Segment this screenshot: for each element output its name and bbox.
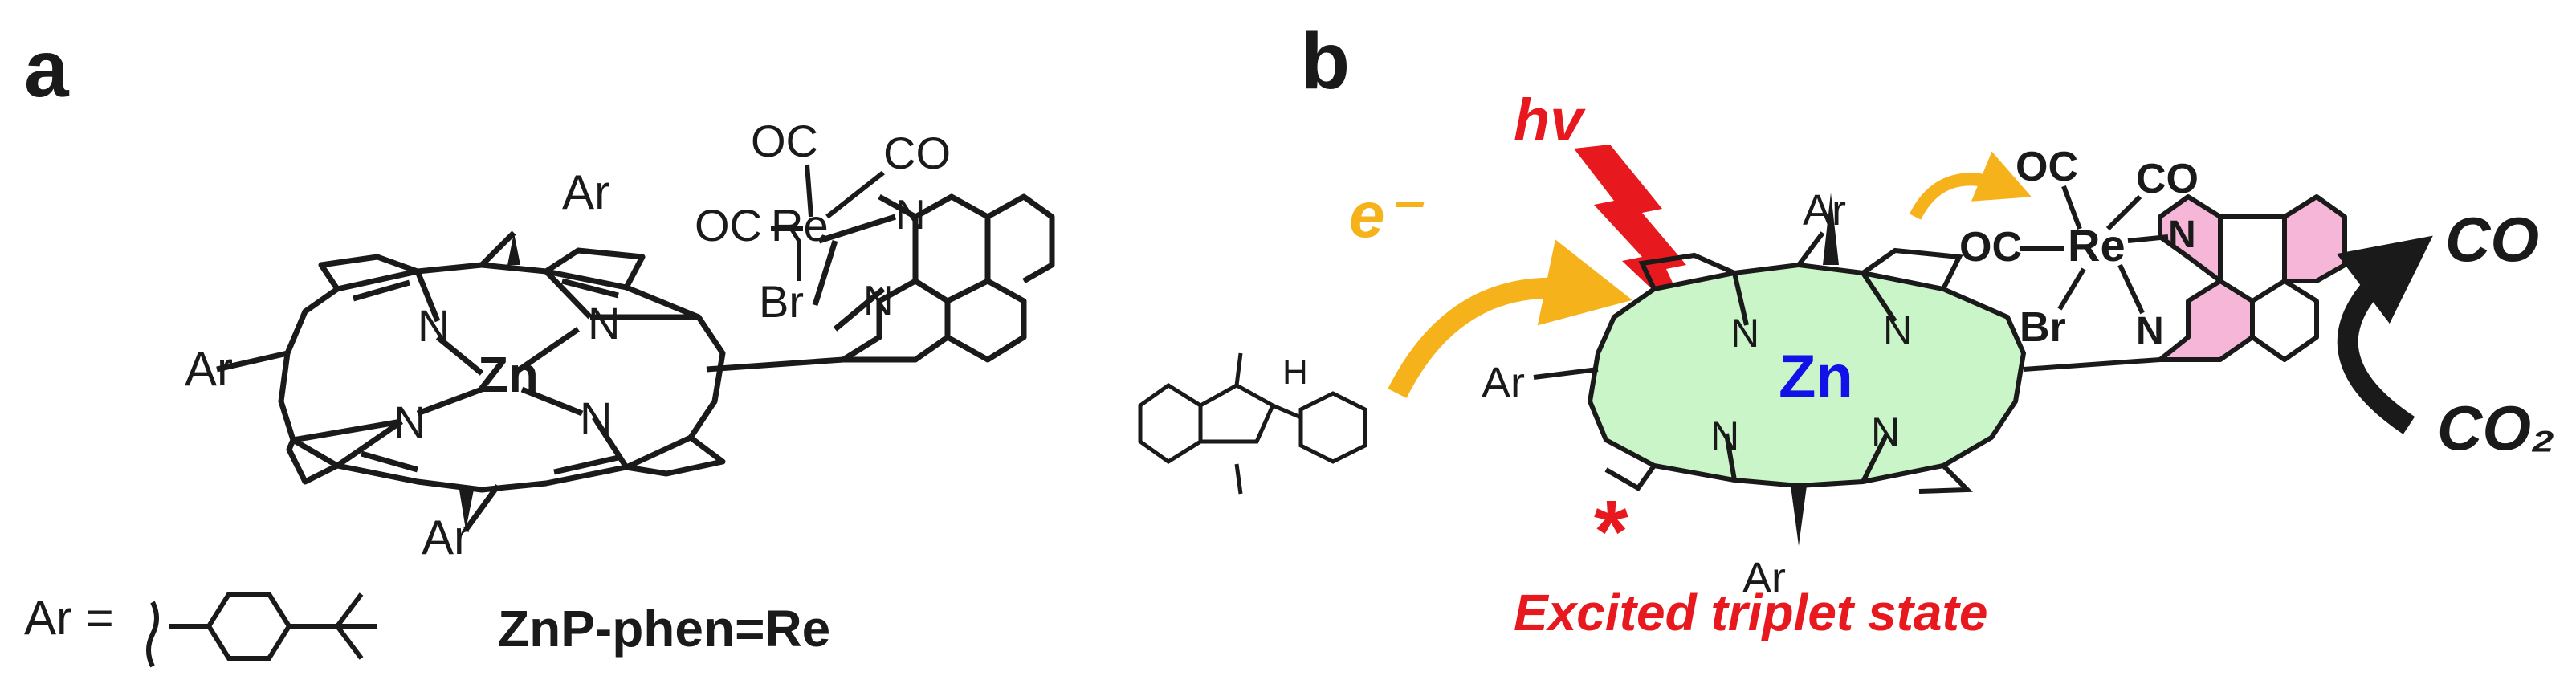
n-label-b3: N [1710,413,1739,458]
substrate-co2: CO₂ [2437,393,2555,463]
product-co: CO [2445,204,2539,275]
n-label-a6: N [863,278,894,324]
br-label-b: Br [2020,304,2066,351]
panel-a-porphyrin-skeleton [216,230,844,532]
wedge-bond-top-b [1823,193,1839,265]
ar-label-left: Ar [185,342,233,396]
excited-state-label: Excited triplet state [1514,584,1987,641]
wedge-bond-top [507,233,520,265]
co-label-a: CO [883,128,951,178]
panel-b: b hv e⁻ H Zn N N N [1138,16,2555,641]
re-ligand-bonds-b [2020,185,2169,315]
oc-label-a2: OC [695,200,762,250]
n-label-b1: N [1730,311,1759,356]
ar-definition: Ar = [24,591,114,645]
electron-transfer-arrow [1388,239,1632,398]
ar-label-b-left: Ar [1482,359,1525,407]
n-label-a4: N [580,393,612,443]
bih-donor-skeleton [1138,352,1367,495]
electron-label: e⁻ [1349,179,1424,250]
wedge-bond-bottom-b [1791,486,1807,546]
h-label: H [1282,352,1308,392]
electron-to-re-arrow [1909,151,2032,220]
re-ligand-bonds-a [771,164,885,281]
zn-label-a: Zn [478,348,539,403]
panel-a: a Ar Ar Ar Z [24,24,1055,668]
wedge-bond-bottom [459,490,474,530]
ar-label-top: Ar [562,165,610,219]
n-label-a1: N [418,300,450,351]
co-label-b: CO [2136,156,2199,202]
oc-label-b2: OC [1959,224,2022,271]
oc-label-b1: OC [2016,144,2078,190]
n-label-b2: N [1883,307,1912,352]
br-label-a: Br [759,276,804,327]
n-label-a5: N [895,192,926,238]
phen-b-rings [2158,194,2347,362]
re-label-b: Re [2068,220,2126,271]
n-label-a3: N [393,397,426,447]
ar-label-bottom: Ar [422,511,470,564]
panel-a-letter: a [24,24,70,114]
n-label-b6: N [2136,310,2164,352]
oc-label-a1: OC [751,116,818,166]
ar-label-b-top: Ar [1803,186,1846,234]
n-label-b5: N [2168,214,2196,256]
porphyrin-b-bonds [1533,231,2161,494]
compound-name: ZnP-phen=Re [498,600,830,658]
ar-label-b-bottom: Ar [1742,554,1786,602]
tert-butylphenyl-drawing [146,592,377,668]
hv-label: hv [1514,87,1586,153]
zn-label-b: Zn [1779,343,1853,411]
panel-b-letter: b [1301,16,1350,106]
n-label-a2: N [588,298,620,348]
co2-reduction-arrow [2336,235,2433,434]
light-bolt-icon [1574,145,1694,329]
excited-asterisk: * [1594,483,1628,581]
panel-a-phen-skeleton [812,193,1055,363]
n-label-b4: N [1871,409,1900,454]
